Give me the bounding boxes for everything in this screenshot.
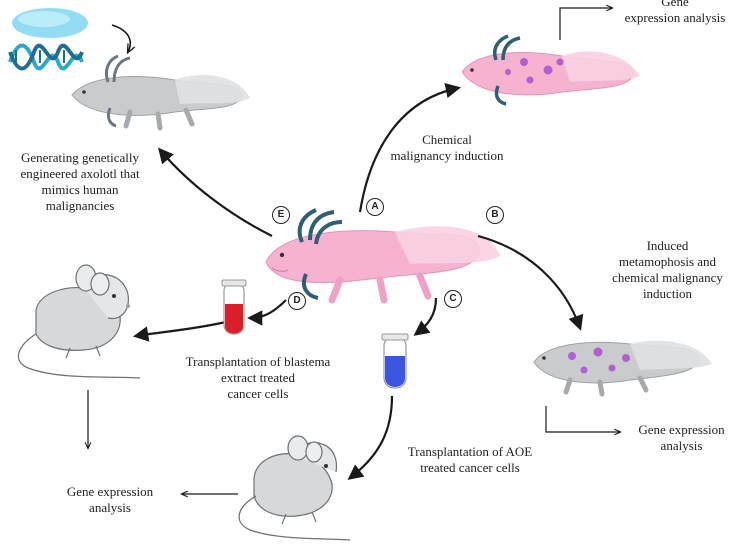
arrow-e bbox=[157, 147, 273, 237]
badge-a: A bbox=[366, 198, 384, 216]
label-line: chemical malignancy bbox=[612, 270, 723, 285]
label-line: analysis bbox=[89, 500, 131, 515]
dna-helix-icon bbox=[8, 8, 88, 71]
gene-expression-label-top-right: Gene expression analysis bbox=[615, 0, 735, 26]
aoe-transplant-label: Transplantation of AOE treated cancer ce… bbox=[388, 444, 552, 476]
label-line: cancer cells bbox=[227, 386, 289, 401]
label-line: Gene expression bbox=[638, 422, 725, 437]
arrow-to-bottom-mouse bbox=[347, 395, 394, 480]
label-line: expression analysis bbox=[624, 10, 726, 25]
chemical-malignancy-label: Chemical malignancy induction bbox=[372, 132, 522, 164]
arrow-d bbox=[246, 299, 287, 326]
label-line: extract treated bbox=[221, 370, 295, 385]
label-line: Transplantation of blastema bbox=[185, 354, 331, 369]
label-line: mimics human bbox=[41, 182, 119, 197]
genetically-engineered-label: Generating genetically engineered axolot… bbox=[2, 150, 158, 214]
label-line: Chemical bbox=[422, 132, 472, 147]
label-line: malignancy induction bbox=[390, 148, 504, 163]
arrow-to-gene-top-right bbox=[559, 8, 612, 40]
label-line: Induced bbox=[646, 238, 689, 253]
arrow-b bbox=[477, 234, 584, 331]
badge-b: B bbox=[486, 206, 504, 224]
label-line: Generating genetically bbox=[20, 150, 140, 165]
label-line: induction bbox=[642, 286, 693, 301]
badge-e: E bbox=[272, 206, 290, 224]
label-line: Transplantation of AOE bbox=[407, 444, 533, 459]
metamorphosed-axolotl-icon bbox=[533, 340, 712, 397]
badge-c: C bbox=[444, 290, 462, 308]
bottom-mouse-icon bbox=[238, 435, 351, 541]
engineered-axolotl-icon bbox=[71, 54, 250, 131]
chemically-induced-axolotl-icon bbox=[461, 34, 640, 106]
arrow-to-gene-right bbox=[545, 406, 620, 432]
label-line: metamophosis and bbox=[618, 254, 717, 269]
left-mouse-icon bbox=[17, 264, 141, 379]
label-line: Gene expression bbox=[66, 484, 154, 499]
aoe-tube-icon bbox=[381, 333, 409, 389]
gene-expression-label-left: Gene expression analysis bbox=[46, 484, 174, 516]
label-line: engineered axolotl that bbox=[20, 166, 140, 181]
label-line: Gene bbox=[661, 0, 689, 9]
induced-metamorphosis-label: Induced metamophosis and chemical malign… bbox=[600, 238, 735, 302]
arrow-dna-to-engineered bbox=[111, 24, 130, 52]
label-line: treated cancer cells bbox=[420, 460, 520, 475]
arrow-to-left-mouse bbox=[132, 320, 227, 342]
gene-expression-label-right: Gene expression analysis bbox=[628, 422, 735, 454]
blastema-extract-tube-icon bbox=[221, 279, 247, 335]
arrow-a bbox=[358, 82, 462, 213]
label-line: malignancies bbox=[45, 198, 115, 213]
arrow-c bbox=[413, 297, 438, 336]
badge-d: D bbox=[288, 292, 306, 310]
label-line: analysis bbox=[660, 438, 703, 453]
blastema-transplant-label: Transplantation of blastema extract trea… bbox=[166, 354, 350, 402]
central-axolotl-icon bbox=[265, 208, 500, 304]
